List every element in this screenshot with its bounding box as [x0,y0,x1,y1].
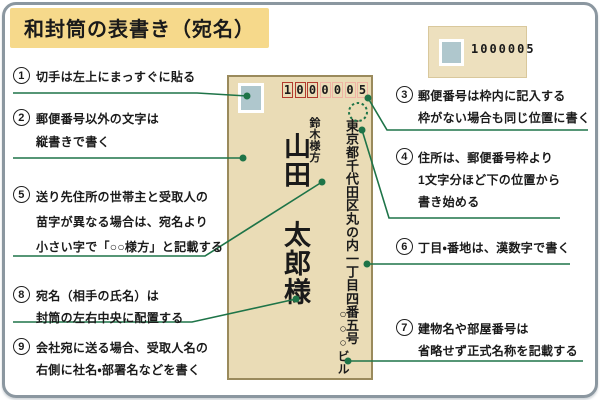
circled-number-3: 3 [396,86,413,103]
postal-code-example-box: 1000005 [428,26,534,78]
postal-code-boxes: 1 0 0 0 0 0 5 [282,82,368,98]
page-title: 和封筒の表書き（宛名） [10,8,269,48]
example-postal-code: 1000005 [471,42,536,56]
recipient-address-vertical: 東京都千代田区丸の内一丁目四番五号 [344,119,359,346]
annotation-6-kanji-numerals: 6 丁目・番地は、漢数字で書く [396,237,570,259]
annotation-text: 枠がない場合も同じ位置に書く [418,111,591,125]
recipient-name-vertical: 山田 太郎様 [280,132,310,306]
annotation-3-postal-code: 3 郵便番号は枠内に記入する 枠がない場合も同じ位置に書く [396,85,590,129]
circled-number-4: 4 [396,148,413,165]
circled-number-6: 6 [396,238,413,255]
annotation-text: 会社宛に送る場合、受取人名の [36,341,209,355]
annotation-8-name-centered: 8 宛名（相手の氏名）は 封筒の左右中央に配置する [13,285,184,329]
postal-digit-box: 5 [357,82,368,98]
annotation-text: 縦書きで書く [36,135,110,149]
postal-digit-box: 0 [294,82,306,98]
annotation-text: 書き始める [418,195,480,209]
circled-number-7: 7 [396,319,413,336]
circled-number-5: 5 [13,186,30,203]
annotation-text: 郵便番号は枠内に記入する [418,89,566,103]
annotation-5-care-of: 5 送り先住所の世帯主と受取人の 苗字が異なる場合は、宛名より 小さい字で「○○… [13,185,223,260]
annotation-9-company: 9 会社宛に送る場合、受取人名の 右側に社名・部署名などを書く [13,337,208,381]
annotation-7-building-name: 7 建物名や部屋番号は 省略せず正式名称を記載する [396,318,578,362]
annotation-2-vertical-writing: 2 郵便番号以外の文字は 縦書きで書く [13,108,159,154]
building-name-vertical: ○○○ビル [336,307,350,375]
annotation-text: 切手は左上にまっすぐに貼る [36,70,196,84]
postal-digit-box: 0 [319,82,331,98]
postal-digit-box: 0 [344,82,356,98]
stamp-icon [439,39,464,66]
annotation-text: 省略せず正式名称を記載する [418,344,578,358]
postal-digit-box: 1 [282,82,293,98]
circled-number-1: 1 [13,67,30,84]
annotation-text: 郵便番号以外の文字は [36,112,160,126]
annotation-text: 建物名や部屋番号は [418,322,529,336]
annotation-text: 小さい字で「○○様方」と記載する [36,240,224,254]
annotation-4-address-position: 4 住所は、郵便番号枠より 1文字分ほど下の位置から 書き始める [396,147,560,213]
circled-number-8: 8 [13,286,30,303]
annotation-text: 右側に社名・部署名などを書く [36,363,201,377]
annotation-text: 封筒の左右中央に配置する [36,311,184,325]
annotation-text: 宛名（相手の氏名）は [36,289,160,303]
annotation-text: 1文字分ほど下の位置から [418,173,561,187]
annotation-text: 丁目・番地は、漢数字で書く [418,241,570,255]
annotation-text: 苗字が異なる場合は、宛名より [36,215,208,229]
circled-number-9: 9 [13,338,30,355]
stamp-icon [238,83,264,113]
care-of-name-vertical: 鈴木様方 [308,117,320,163]
annotation-1-stamp: 1 切手は左上にまっすぐに貼る [13,66,195,88]
annotation-text: 住所は、郵便番号枠より [418,151,554,165]
circled-number-2: 2 [13,109,30,126]
postal-digit-box: 0 [332,82,343,98]
postal-digit-box: 0 [307,82,318,98]
annotation-text: 送り先住所の世帯主と受取人の [36,190,209,204]
